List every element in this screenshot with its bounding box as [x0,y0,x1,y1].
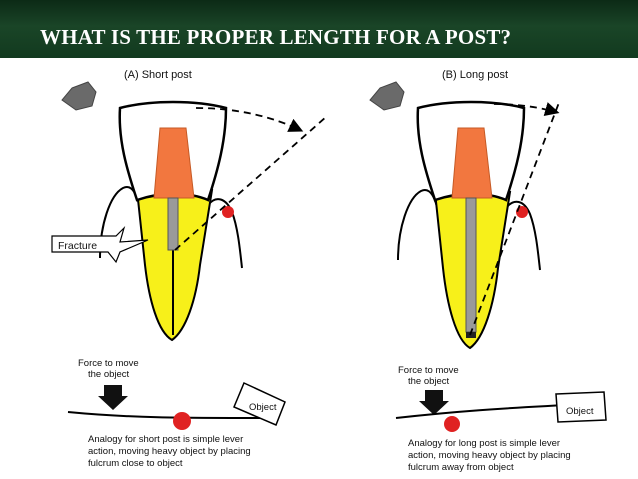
panel-a-caption-2: action, moving heavy object by placing [88,446,251,457]
panel-b-post-tip [466,332,476,338]
panel-b-force-label-2: the object [408,376,450,387]
panel-a-lever-fulcrum [173,412,191,430]
panel-a-object-box [233,381,286,426]
panel-a-force-label-2: the object [88,369,130,380]
panel-a-caption-3: fulcrum close to object [88,458,183,469]
panel-b-heading: (B) Long post [442,69,508,81]
panel-b-object-label: Object [566,406,594,417]
panel-a-force-arrow-dashed [195,107,304,132]
panel-b-core [451,127,493,199]
panel-b-force-label-1: Force to move [398,365,459,376]
panel-a-heading: (A) Short post [124,69,192,81]
panel-b-post [465,197,477,333]
panel-a-post [167,197,179,251]
panel-b-force-arrow [419,390,449,415]
panel-b-bone-right [505,200,541,271]
panel-a-fracture-label: Fracture [58,240,97,252]
panel-b-force-arrow-dashed [493,102,560,116]
panel-a-lever-bar [67,411,271,419]
panel-a-root [135,189,214,342]
panel-b-object-box [555,391,607,423]
panel-b-caption-1: Analogy for long post is simple lever [408,438,560,449]
panel-a-bone-fulcrum [222,206,234,218]
panel-a-core [153,127,195,199]
panel-a-load-shape [61,81,97,111]
title-banner: WHAT IS THE PROPER LENGTH FOR A POST? [0,0,638,58]
panel-b-caption-3: fulcrum away from object [408,462,514,473]
panel-b-lever-dashed-line [469,99,561,336]
panel-b-long-post: (B) Long post Force to move the object O… [369,69,607,473]
panel-a-short-post: (A) Short post Fracture Force to move th… [51,69,327,469]
panel-b-lever-fulcrum [444,416,460,432]
slide-title: WHAT IS THE PROPER LENGTH FOR A POST? [40,25,512,49]
panel-b-caption-2: action, moving heavy object by placing [408,450,571,461]
panel-b-load-shape [369,81,405,111]
panel-a-fracture-callout [51,225,149,264]
panel-a-object-label: Object [249,402,277,413]
panel-a-lever-dashed-line [174,116,327,251]
panel-a-caption-1: Analogy for short post is simple lever [88,434,243,445]
panel-a-force-arrow [98,385,128,410]
panel-a-force-label-1: Force to move [78,358,139,369]
